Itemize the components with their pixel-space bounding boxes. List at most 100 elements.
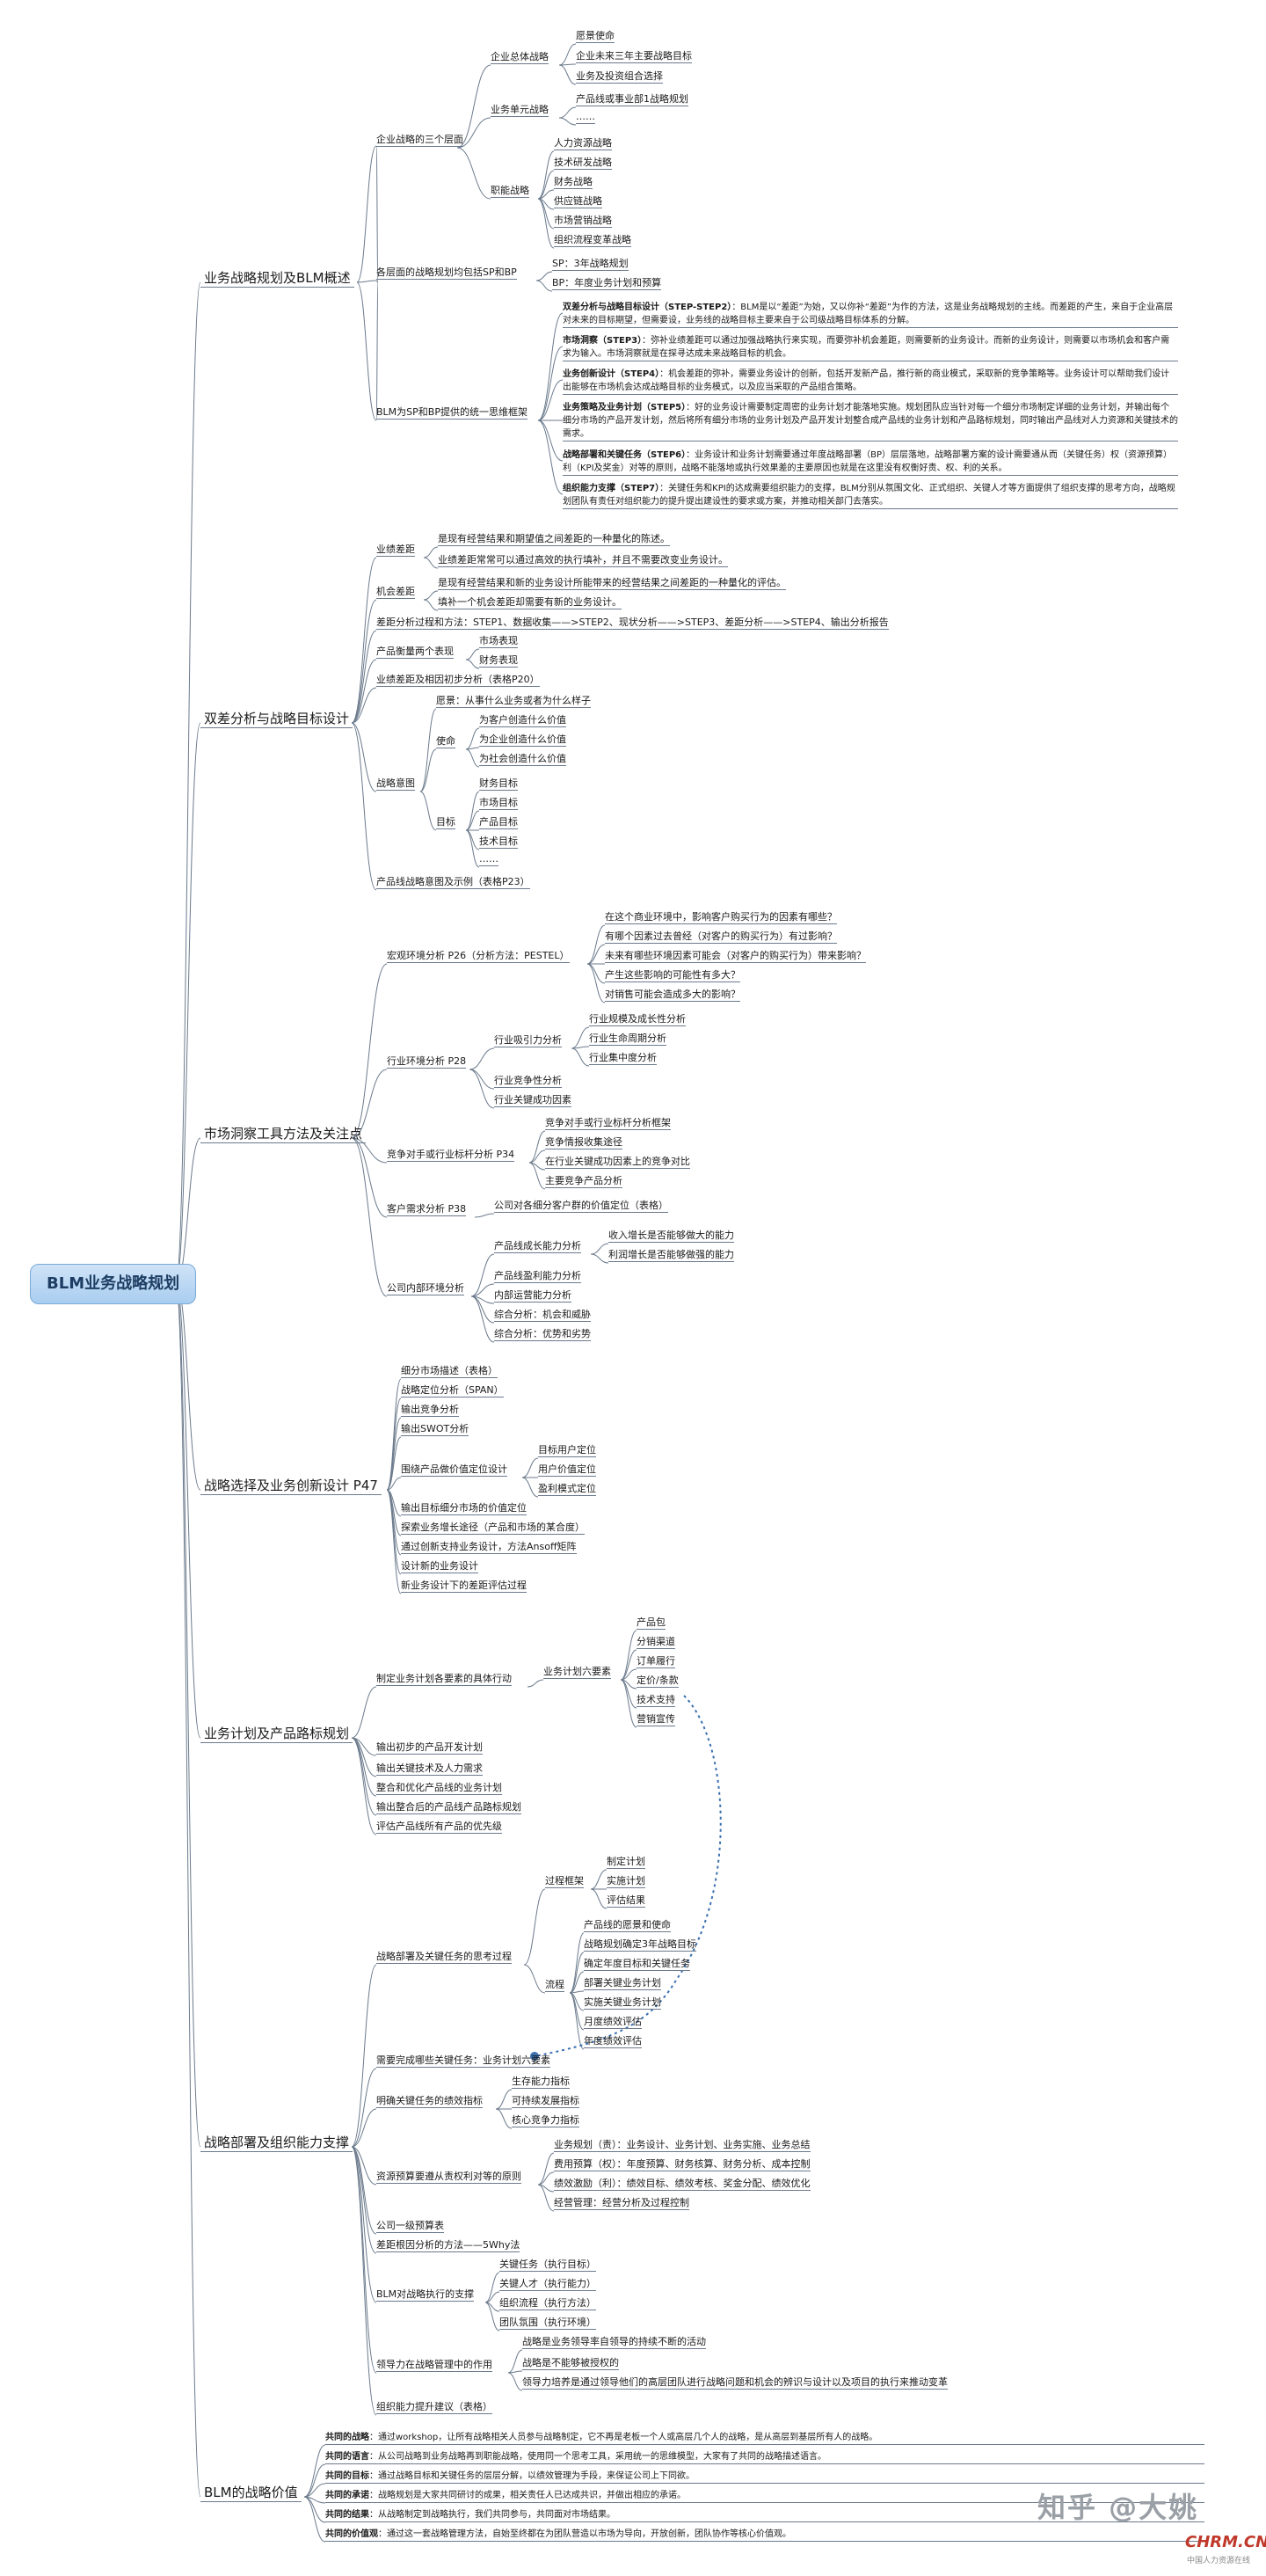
leaf: 定价/条款 — [637, 1675, 679, 1688]
node: 公司内部环境分析 — [387, 1282, 464, 1295]
leaf: 实施关键业务计划 — [584, 1996, 661, 2010]
node: 业务计划六要素 — [543, 1666, 611, 1679]
connector — [470, 1295, 495, 1343]
connector — [495, 2108, 513, 2129]
value-shared-values: 共同的价值观：通过这一套战略管理方法，自始至终都在为团队营造以市场为导向，开放创… — [325, 2528, 1204, 2542]
leaf: 未来有哪些环境因素可能会（对客户的购买行为）带来影响？ — [605, 950, 866, 963]
leaf: 确定年度目标和关键任务 — [584, 1958, 690, 1971]
node: 输出整合后的产品线产品路标规划 — [376, 1801, 521, 1814]
connector — [535, 280, 553, 292]
connector — [465, 648, 480, 660]
leaf: 行业生命周期分析 — [589, 1033, 666, 1046]
connector — [356, 281, 377, 421]
branch-blm-value: BLM的战略价值 — [200, 2483, 302, 2502]
node: 业绩差距及相因初步分析（表格P20） — [376, 674, 540, 687]
node: BLM为SP和BP提供的统一思维框架 — [376, 406, 528, 420]
connector — [586, 924, 606, 965]
connector — [586, 944, 606, 965]
connector — [351, 1964, 377, 2148]
node: 差距根因分析的方法——5Why法 — [376, 2239, 520, 2252]
chrm-logo: CHRM.CN — [1185, 2533, 1266, 2551]
leaf: 填补一个机会差距却需要有新的业务设计。 — [438, 596, 622, 609]
leaf: 订单履行 — [637, 1655, 675, 1668]
connector — [423, 599, 439, 611]
leaf: 生存能力指标 — [512, 2076, 570, 2089]
connector — [528, 1130, 546, 1164]
node: 竞争对手或行业标杆分析 P34 — [387, 1149, 515, 1162]
leaf: 财务表现 — [479, 654, 518, 668]
connector — [558, 117, 577, 126]
leaf: 关键人才（执行能力） — [499, 2278, 596, 2291]
leaf: 愿景使命 — [576, 30, 615, 43]
value-shared-commitment: 共同的承诺：战略规划是大家共同研讨的成果，相关责任人已达成共识，并做出相应的承诺… — [325, 2489, 1204, 2503]
node: 行业环境分析 P28 — [387, 1055, 467, 1069]
connector — [351, 2146, 377, 2374]
branch-business-plan: 业务计划及产品路标规划 — [200, 1724, 353, 1743]
leaf: SP：3年战略规划 — [552, 258, 629, 271]
connector — [351, 1737, 377, 1835]
leaf: 部署关键业务计划 — [584, 1977, 661, 1990]
leaf: 对销售可能会造成多大的影响？ — [605, 989, 740, 1002]
leaf: 行业规模及成长性分析 — [589, 1013, 686, 1026]
leaf: 盈利模式定位 — [538, 1483, 596, 1496]
leaf: 市场表现 — [479, 635, 518, 648]
node: 战略定位分析（SPAN） — [401, 1384, 504, 1397]
connector — [507, 2349, 523, 2374]
connector — [386, 1378, 402, 1491]
connector — [558, 106, 577, 119]
node: 内部运营能力分析 — [494, 1289, 571, 1303]
node: 输出SWOT分析 — [401, 1423, 469, 1436]
connector — [537, 379, 564, 421]
leaf: 战略规划确定3年战略目标 — [584, 1938, 696, 1952]
connector — [537, 198, 555, 249]
node: 整合和优化产品线的业务计划 — [376, 1782, 502, 1795]
connector — [537, 150, 555, 200]
connector — [419, 708, 437, 792]
node: 公司一级预算表 — [376, 2220, 444, 2233]
leaf: 产生这些影响的可能性有多大？ — [605, 969, 740, 982]
connector — [351, 963, 388, 1139]
leaf: 制定计划 — [607, 1856, 645, 1869]
leaf: 人力资源战略 — [554, 137, 612, 150]
leaf: BP：年度业务计划和预算 — [552, 277, 662, 290]
leaf: 实施计划 — [607, 1875, 645, 1888]
node: 流程 — [545, 1979, 564, 1992]
connector — [537, 170, 555, 200]
node: 新业务设计下的差距评估过程 — [401, 1580, 527, 1593]
node: 行业竞争性分析 — [494, 1075, 562, 1088]
branch-strategy-choice: 战略选择及业务创新设计 P47 — [200, 1476, 382, 1495]
node: 综合分析：优势和劣势 — [494, 1328, 591, 1341]
leaf: 为社会创造什么价值 — [479, 753, 566, 766]
connector — [569, 1971, 585, 1994]
leaf: 业务及投资组合选择 — [576, 70, 663, 84]
connector — [590, 1253, 609, 1264]
connector — [558, 64, 577, 85]
leaf: 业务规划（责）：业务设计、业务计划、业务实施、业务总结 — [554, 2139, 811, 2152]
connector — [569, 1952, 585, 1994]
connector — [558, 43, 577, 66]
leaf: 行业集中度分析 — [589, 1052, 657, 1065]
connector — [469, 1069, 495, 1109]
connector — [469, 1069, 495, 1090]
node: 职能战略 — [491, 185, 529, 198]
connector — [465, 748, 480, 768]
leaf: 愿景：从事什么业务或者为什么样子 — [436, 695, 591, 708]
note-step4: 业务创新设计（STEP4）：机会差距的弥补，需要业务设计的创新，包括开发新产品，… — [563, 368, 1178, 395]
connector — [419, 748, 437, 792]
connector — [590, 1869, 608, 1890]
connector — [586, 963, 606, 1003]
branch-deployment: 战略部署及组织能力支撑 — [200, 2133, 353, 2152]
node: 制定业务计划各要素的具体行动 — [376, 1673, 512, 1686]
leaf: 为客户创造什么价值 — [479, 714, 566, 727]
connector — [507, 2372, 523, 2391]
leaf: 利润增长是否能够做强的能力 — [608, 1249, 734, 1262]
leaf: 目标用户定位 — [538, 1444, 596, 1457]
connector — [474, 1213, 495, 1218]
leaf: 战略是业务领导率自领导的持续不断的活动 — [522, 2336, 706, 2349]
node: 行业关键成功因素 — [494, 1094, 571, 1107]
node: 目标 — [436, 816, 455, 829]
node: 输出关键技术及人力需求 — [376, 1762, 483, 1776]
connector — [537, 312, 564, 421]
leaf: 营销宣传 — [637, 1713, 675, 1726]
